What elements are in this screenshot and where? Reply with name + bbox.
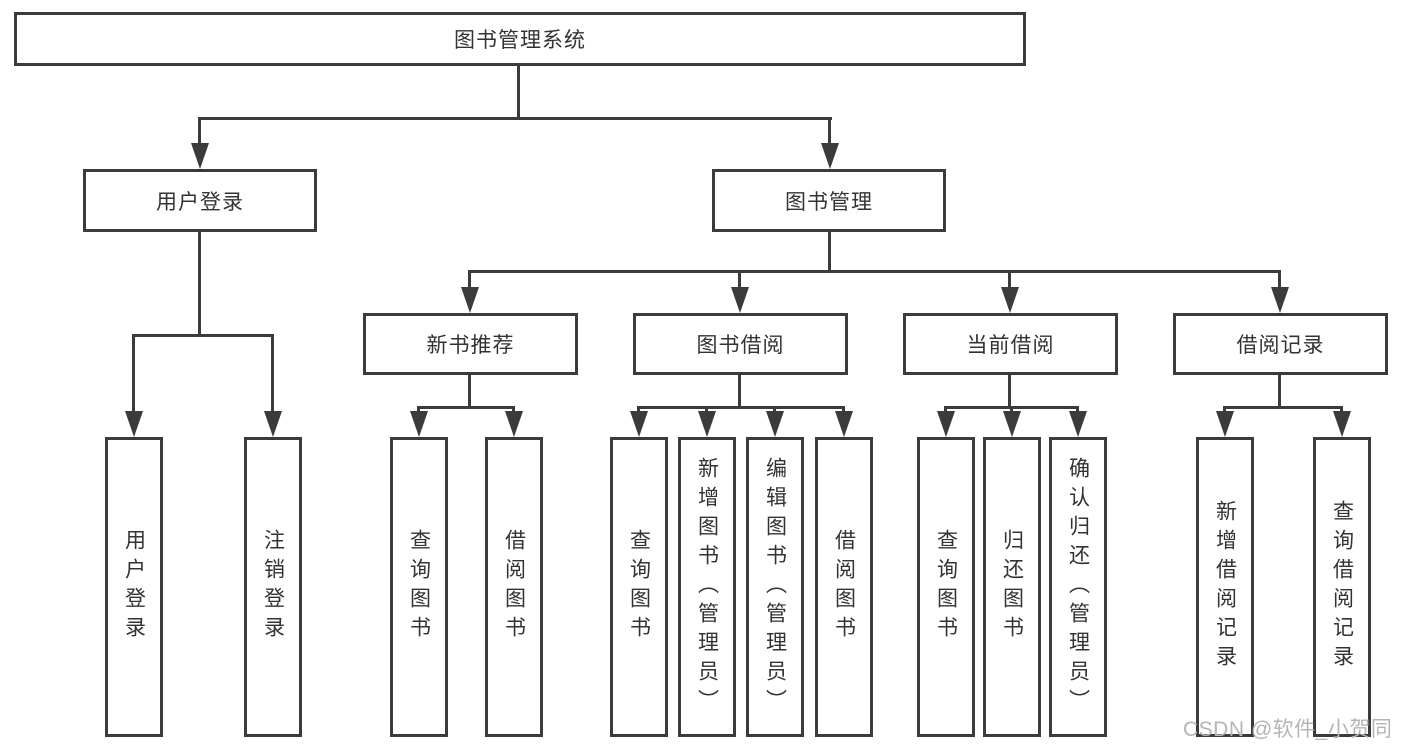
connector-line bbox=[1278, 375, 1281, 408]
arrow-down-icon bbox=[264, 411, 282, 437]
leaf-user-login: 用户登录 bbox=[105, 437, 163, 737]
node-label: 借阅记录 bbox=[1236, 334, 1325, 357]
leaf-borrow-books-newbooks: 借阅图书 bbox=[485, 437, 543, 737]
connector-line bbox=[828, 232, 831, 273]
connector-line bbox=[468, 270, 1281, 273]
connector-line bbox=[828, 117, 831, 145]
node-label: 借阅图书 bbox=[502, 529, 526, 645]
connector-line bbox=[738, 270, 741, 289]
connector-line bbox=[1340, 406, 1343, 413]
arrow-down-icon bbox=[461, 287, 479, 313]
node-label: 图书管理系统 bbox=[454, 29, 586, 52]
leaf-query-books-borrowing: 查询图书 bbox=[610, 437, 668, 737]
leaf-add-books-admin: 新增图书（管理员） bbox=[678, 437, 736, 737]
connector-line bbox=[842, 406, 845, 413]
arrow-down-icon bbox=[1216, 411, 1234, 437]
arrow-down-icon bbox=[1333, 411, 1351, 437]
node-label: 图书借阅 bbox=[696, 334, 785, 357]
connector-line bbox=[132, 334, 135, 413]
node-label: 新书推荐 bbox=[426, 334, 515, 357]
node-label: 编辑图书（管理员） bbox=[763, 456, 787, 718]
node-label: 确认归还（管理员） bbox=[1066, 456, 1090, 718]
connector-line bbox=[517, 66, 520, 119]
connector-line bbox=[198, 117, 201, 145]
leaf-query-books-current: 查询图书 bbox=[917, 437, 975, 737]
connector-line bbox=[417, 406, 420, 413]
connector-line bbox=[132, 334, 274, 337]
node-label: 当前借阅 bbox=[966, 334, 1055, 357]
node-label: 借阅图书 bbox=[832, 529, 856, 645]
arrow-down-icon bbox=[410, 411, 428, 437]
connector-line bbox=[705, 406, 708, 413]
leaf-edit-books-admin: 编辑图书（管理员） bbox=[746, 437, 804, 737]
leaf-confirm-return-admin: 确认归还（管理员） bbox=[1049, 437, 1107, 737]
node-new-book-recommendation: 新书推荐 bbox=[363, 313, 578, 375]
connector-line bbox=[738, 375, 741, 408]
node-book-management: 图书管理 bbox=[712, 169, 946, 232]
leaf-add-borrow-record: 新增借阅记录 bbox=[1196, 437, 1254, 737]
connector-line bbox=[198, 232, 201, 337]
connector-line bbox=[512, 406, 515, 413]
arrow-down-icon bbox=[766, 411, 784, 437]
leaf-query-books-newbooks: 查询图书 bbox=[390, 437, 448, 737]
arrow-down-icon bbox=[630, 411, 648, 437]
connector-line bbox=[944, 406, 947, 413]
leaf-return-books: 归还图书 bbox=[983, 437, 1041, 737]
node-label: 查询图书 bbox=[407, 529, 431, 645]
connector-line bbox=[468, 270, 471, 289]
node-label: 查询图书 bbox=[627, 529, 651, 645]
node-library-system: 图书管理系统 bbox=[14, 12, 1026, 66]
connector-line bbox=[1008, 375, 1011, 408]
arrow-down-icon bbox=[937, 411, 955, 437]
node-label: 新增借阅记录 bbox=[1213, 500, 1237, 674]
connector-line bbox=[1278, 270, 1281, 289]
csdn-watermark: CSDN @软件_小贺同学 bbox=[1183, 718, 1393, 741]
node-label: 查询图书 bbox=[934, 529, 958, 645]
node-label: 注销登录 bbox=[261, 529, 285, 645]
connector-line bbox=[637, 406, 640, 413]
node-label: 用户登录 bbox=[122, 529, 146, 645]
node-label: 新增图书（管理员） bbox=[695, 456, 719, 718]
connector-line bbox=[1223, 406, 1342, 409]
arrow-down-icon bbox=[191, 143, 209, 169]
arrow-down-icon bbox=[1069, 411, 1087, 437]
arrow-down-icon bbox=[698, 411, 716, 437]
connector-line bbox=[773, 406, 776, 413]
connector-line bbox=[1223, 406, 1226, 413]
connector-line bbox=[417, 406, 515, 409]
node-label: 归还图书 bbox=[1000, 529, 1024, 645]
node-label: 用户登录 bbox=[156, 190, 244, 214]
node-book-borrowing: 图书借阅 bbox=[633, 313, 848, 375]
connector-line bbox=[1010, 406, 1013, 413]
arrow-down-icon bbox=[731, 287, 749, 313]
connector-line bbox=[637, 406, 844, 409]
arrow-down-icon bbox=[1271, 287, 1289, 313]
arrow-down-icon bbox=[505, 411, 523, 437]
arrow-down-icon bbox=[1001, 287, 1019, 313]
connector-line bbox=[1008, 270, 1011, 289]
leaf-query-borrow-record: 查询借阅记录 bbox=[1313, 437, 1371, 737]
node-label: 查询借阅记录 bbox=[1330, 500, 1354, 674]
arrow-down-icon bbox=[821, 143, 839, 169]
connector-line bbox=[1076, 406, 1079, 413]
node-borrowing-records: 借阅记录 bbox=[1173, 313, 1388, 375]
leaf-borrow-books: 借阅图书 bbox=[815, 437, 873, 737]
node-label: 图书管理 bbox=[785, 190, 873, 214]
node-user-login: 用户登录 bbox=[83, 169, 317, 232]
arrow-down-icon bbox=[125, 411, 143, 437]
connector-line bbox=[198, 117, 832, 120]
node-current-borrowing: 当前借阅 bbox=[903, 313, 1118, 375]
connector-line bbox=[468, 375, 471, 408]
connector-line bbox=[271, 334, 274, 413]
arrow-down-icon bbox=[1003, 411, 1021, 437]
leaf-logout: 注销登录 bbox=[244, 437, 302, 737]
arrow-down-icon bbox=[835, 411, 853, 437]
